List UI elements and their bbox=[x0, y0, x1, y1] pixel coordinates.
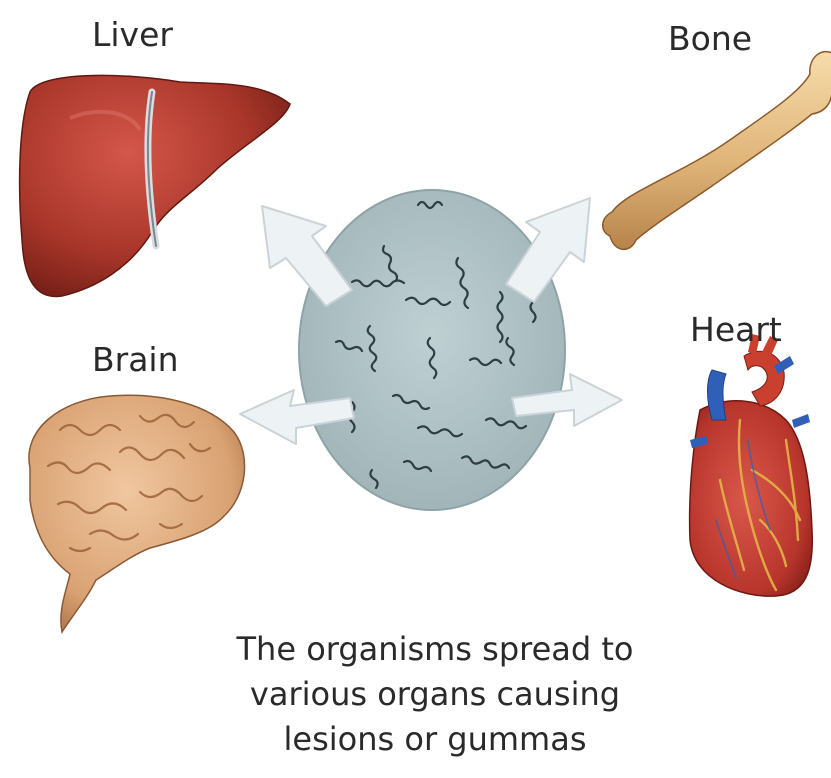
bone-label: Bone bbox=[668, 22, 752, 55]
brain-illustration bbox=[29, 395, 245, 632]
bone-illustration bbox=[603, 52, 831, 250]
caption-line-3: lesions or gummas bbox=[180, 717, 690, 762]
caption-line-2: various organs causing bbox=[180, 672, 690, 717]
infection-site bbox=[299, 190, 565, 510]
heart-label: Heart bbox=[690, 313, 782, 346]
brain-label: Brain bbox=[92, 343, 179, 376]
heart-illustration bbox=[690, 334, 813, 596]
liver-label: Liver bbox=[92, 18, 173, 51]
liver-illustration bbox=[20, 75, 290, 296]
diagram-caption: The organisms spread to various organs c… bbox=[180, 627, 690, 762]
caption-line-1: The organisms spread to bbox=[180, 627, 690, 672]
